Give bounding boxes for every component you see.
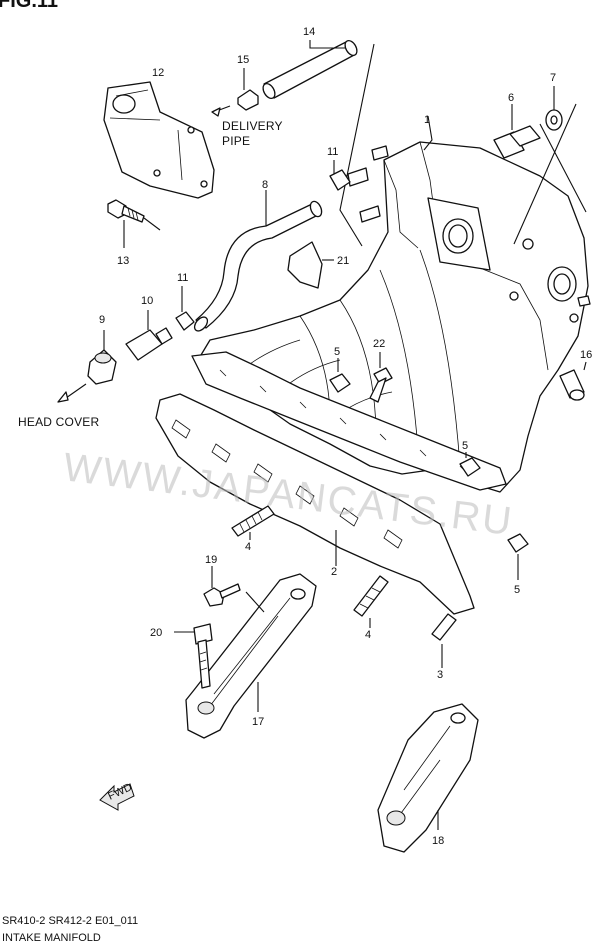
nut-5-c bbox=[507, 533, 529, 580]
callout-21: 21 bbox=[337, 255, 349, 267]
callout-22: 22 bbox=[373, 338, 385, 350]
callout-17: 17 bbox=[252, 716, 264, 728]
stud-4-right bbox=[353, 575, 389, 628]
callout-5-c: 5 bbox=[514, 584, 520, 596]
callout-6: 6 bbox=[508, 92, 514, 104]
grommet-9 bbox=[65, 330, 117, 399]
head-cover-arrow-icon bbox=[57, 391, 69, 403]
callout-11-lower: 11 bbox=[177, 272, 188, 284]
callout-15: 15 bbox=[237, 54, 249, 66]
intake-manifold-1 bbox=[191, 103, 591, 493]
pipe-14 bbox=[262, 39, 375, 247]
callout-16: 16 bbox=[580, 349, 592, 361]
cap-15 bbox=[211, 68, 259, 117]
callout-18: 18 bbox=[432, 835, 444, 847]
washer-7 bbox=[545, 86, 563, 131]
bolt-22 bbox=[369, 352, 393, 403]
callout-9: 9 bbox=[99, 314, 105, 326]
callout-5-a: 5 bbox=[334, 346, 340, 358]
callout-4-left: 4 bbox=[245, 541, 251, 553]
callout-8: 8 bbox=[262, 179, 268, 191]
head-cover-label: HEAD COVER bbox=[18, 415, 99, 429]
bolt-19 bbox=[203, 566, 265, 613]
callout-2: 2 bbox=[331, 566, 337, 578]
stud-16 bbox=[559, 361, 587, 401]
fwd-arrow-icon: FWD bbox=[99, 781, 135, 811]
stud-3 bbox=[431, 613, 457, 668]
bracket-17 bbox=[185, 573, 317, 739]
callout-14: 14 bbox=[303, 26, 315, 38]
callout-12: 12 bbox=[152, 67, 164, 79]
clip-11-upper bbox=[329, 160, 351, 191]
stud-4-left bbox=[231, 505, 275, 540]
bolt-20 bbox=[174, 623, 213, 689]
hose-8 bbox=[193, 190, 323, 332]
footer-section-name: INTAKE MANIFOLD bbox=[2, 932, 101, 944]
gasket-2 bbox=[155, 393, 475, 615]
callout-19: 19 bbox=[205, 554, 217, 566]
valve-10 bbox=[125, 310, 173, 361]
callout-7: 7 bbox=[550, 72, 556, 84]
callout-10: 10 bbox=[141, 295, 153, 307]
delivery-pipe-label-1: DELIVERY bbox=[222, 119, 283, 133]
callout-3: 3 bbox=[437, 669, 443, 681]
figure-title: FIG.11 bbox=[0, 0, 58, 12]
footer-model-code: SR410-2 SR412-2 E01_011 bbox=[2, 915, 139, 927]
bolt-13 bbox=[107, 199, 161, 248]
callout-11-upper: 11 bbox=[327, 146, 338, 158]
callout-5-b: 5 bbox=[462, 440, 468, 452]
delivery-pipe-label-2: PIPE bbox=[222, 134, 250, 148]
nut-5-a bbox=[329, 358, 351, 393]
callout-numbers: 1 2 3 4 4 5 5 5 6 7 8 9 10 11 11 12 13 1… bbox=[99, 26, 592, 847]
nut-5-b bbox=[459, 452, 481, 477]
callout-20: 20 bbox=[150, 627, 162, 639]
callout-1: 1 bbox=[424, 114, 430, 126]
bracket-12 bbox=[103, 81, 215, 199]
callout-4-right: 4 bbox=[365, 629, 371, 641]
clamp-21 bbox=[287, 241, 334, 289]
clip-11-lower bbox=[175, 286, 195, 331]
sensor-6 bbox=[493, 104, 541, 159]
callout-13: 13 bbox=[117, 255, 129, 267]
bracket-18 bbox=[377, 703, 479, 853]
